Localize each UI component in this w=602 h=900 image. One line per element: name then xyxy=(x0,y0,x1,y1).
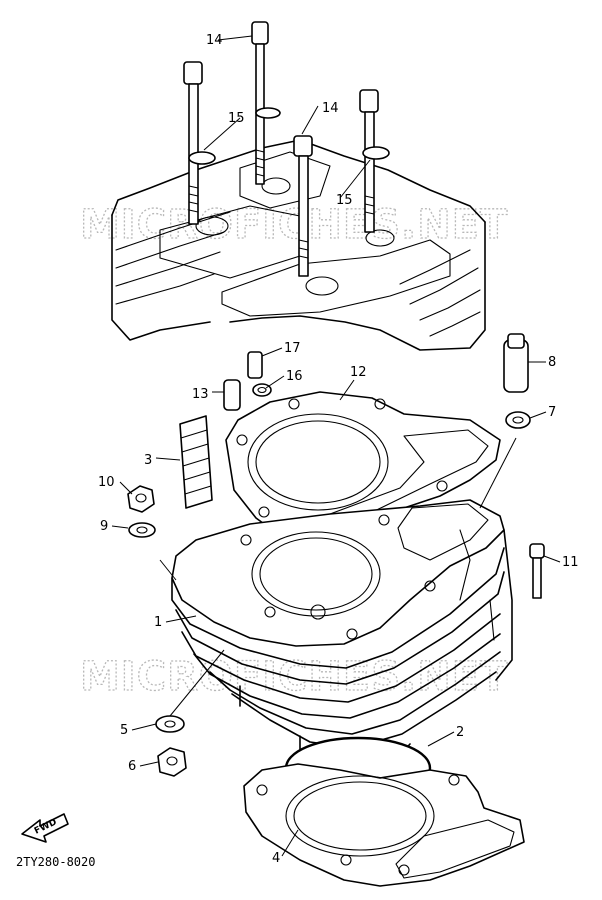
callout-1: 1 xyxy=(154,615,162,630)
head-bolt-center xyxy=(293,135,313,277)
diagram-code: 2TY280-8020 xyxy=(16,855,95,869)
cylinder-head-outline xyxy=(111,139,486,351)
callout-7: 7 xyxy=(548,405,556,420)
washer-5 xyxy=(155,715,185,733)
o-ring-7 xyxy=(505,411,531,429)
callout-6: 6 xyxy=(128,759,136,774)
callout-5: 5 xyxy=(120,723,128,738)
callout-16: 16 xyxy=(286,369,303,384)
head-bolt-left xyxy=(183,61,216,225)
leader-lines xyxy=(111,35,561,857)
callout-12: 12 xyxy=(350,365,367,380)
callout-17: 17 xyxy=(284,341,301,356)
callout-14-right: 14 xyxy=(322,101,339,116)
callout-14-left: 14 xyxy=(206,33,223,48)
callouts: 14 15 14 15 17 16 13 12 3 10 9 8 7 11 1 … xyxy=(98,33,579,866)
pipe-8 xyxy=(503,333,529,393)
o-ring-16 xyxy=(252,383,272,397)
head-bolt-long xyxy=(251,21,281,185)
bolt-11 xyxy=(529,543,545,599)
washer-9 xyxy=(128,522,156,538)
nut-10 xyxy=(127,485,155,513)
callout-15-right: 15 xyxy=(336,193,353,208)
callout-15-left: 15 xyxy=(228,111,245,126)
cylinder-block-1 xyxy=(171,499,513,777)
head-bolt-right xyxy=(359,89,390,233)
watermark-bottom: MICROFICHES.NET xyxy=(80,654,508,700)
callout-4: 4 xyxy=(272,851,280,866)
callout-10: 10 xyxy=(98,475,115,490)
cylinder-gasket-4 xyxy=(243,763,525,887)
dowel-pin-13 xyxy=(223,379,241,411)
callout-3: 3 xyxy=(144,453,152,468)
callout-8: 8 xyxy=(548,355,556,370)
callout-13: 13 xyxy=(192,387,209,402)
callout-9: 9 xyxy=(100,519,108,534)
callout-11: 11 xyxy=(562,555,579,570)
forward-arrow-icon: FWD xyxy=(21,813,69,843)
damper-3 xyxy=(179,415,213,509)
callout-2: 2 xyxy=(456,725,464,740)
nut-6 xyxy=(157,747,187,777)
watermark-top: MICROFICHES.NET xyxy=(80,202,508,248)
dowel-pin-17 xyxy=(247,351,263,379)
